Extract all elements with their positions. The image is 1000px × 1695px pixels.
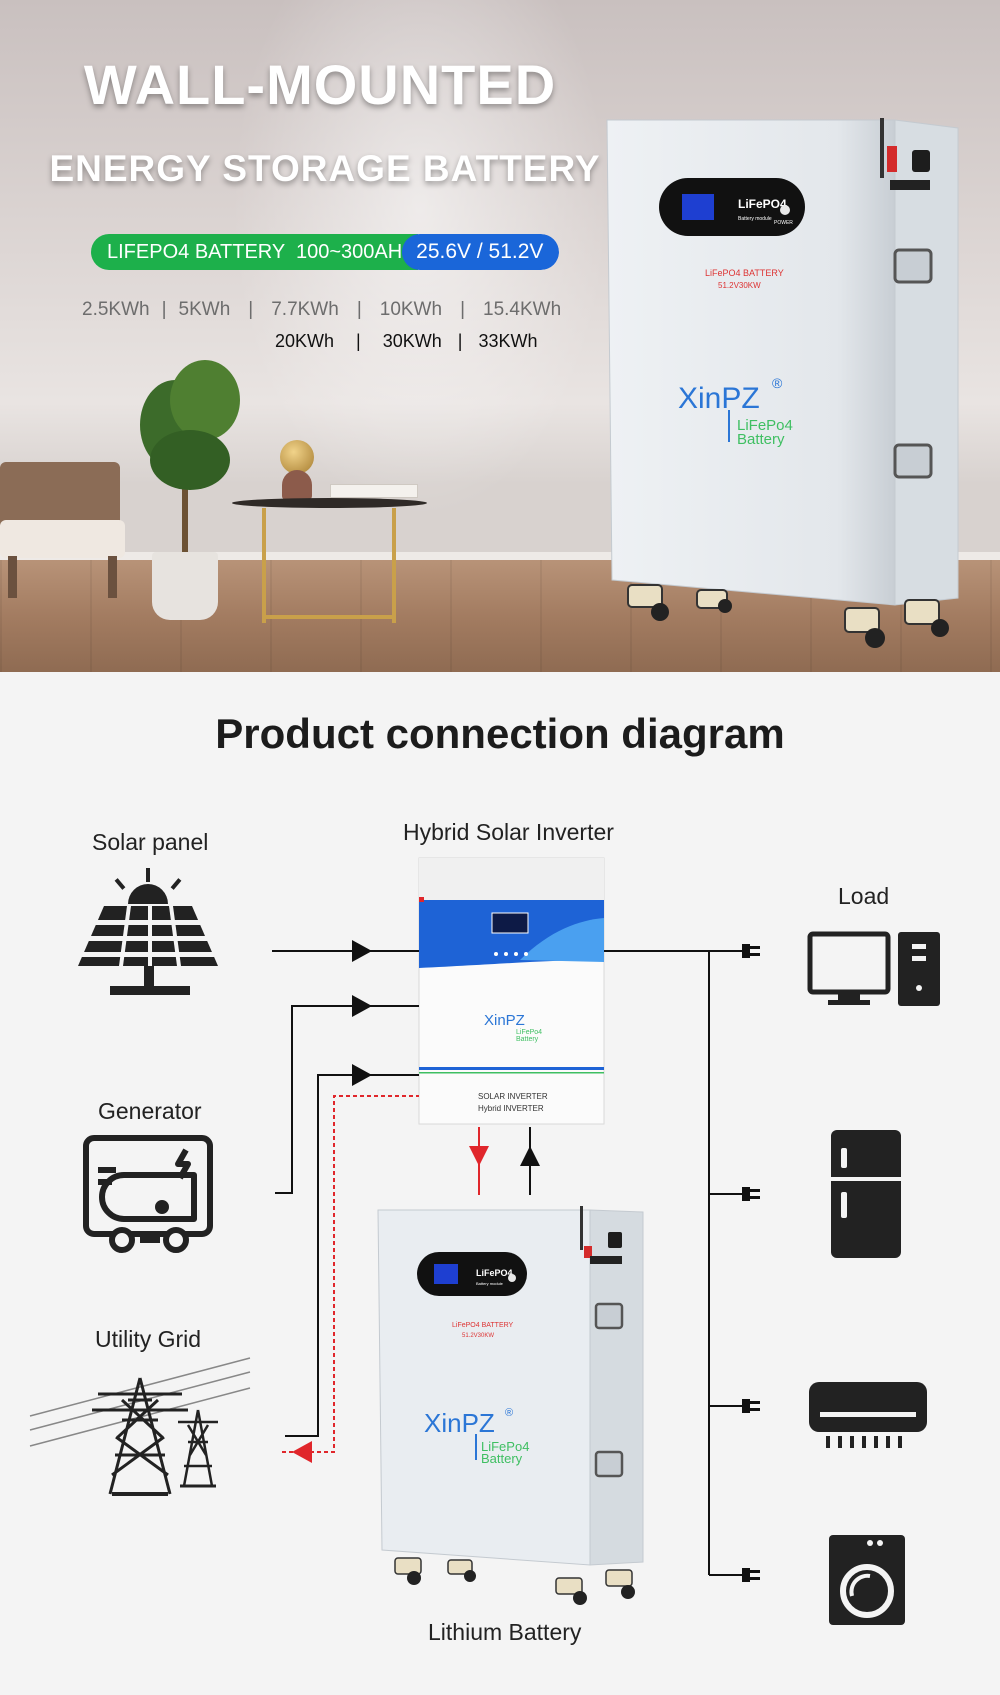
armchair-seat (0, 520, 125, 558)
battery-brand-reg: ® (772, 375, 783, 391)
decor-lamp-base (282, 470, 312, 500)
inverter-text-1: SOLAR INVERTER (478, 1092, 548, 1101)
capacity-value: 33KWh (478, 331, 538, 351)
side-table-top (232, 498, 427, 508)
battery-cabinet: LiFePO4 Battery module POWER LiFePO4 BAT… (606, 118, 959, 648)
battery-brand-reg: ® (505, 1407, 513, 1419)
voltage-badge: 25.6V / 51.2V (402, 234, 560, 270)
lithium-battery-label: Lithium Battery (428, 1619, 582, 1645)
capacity-value: 20KWh (275, 331, 335, 351)
books (330, 484, 418, 498)
load-label: Load (838, 883, 890, 909)
generator-icon (83, 1135, 213, 1253)
lithium-battery-device: LiFePO4 Battery module LiFePO4 BATTERY 5… (377, 1206, 644, 1605)
side-table-bar (262, 615, 396, 619)
spec-pill: LIFEPO4 BATTERY 100~300AH 25.6V / 51.2V (91, 234, 560, 270)
solar-panel-label: Solar panel (92, 829, 209, 855)
inverter-label: Hybrid Solar Inverter (403, 819, 614, 845)
wall-skirting (0, 552, 1000, 562)
armchair-leg (8, 556, 17, 598)
battery-panel-subtext: Battery module (738, 216, 772, 222)
plug-icon (742, 944, 760, 958)
capacity-value: 10KWh (379, 299, 443, 320)
battery-label-line1: LiFePO4 BATTERY (705, 268, 784, 278)
battery-panel-text: LiFePO4 (738, 197, 787, 211)
battery-brand-sub2: Battery (481, 1451, 523, 1466)
capacity-value: 2.5KWh (82, 299, 150, 320)
hero-title: WALL-MOUNTED (83, 53, 557, 116)
tree-foliage (170, 360, 240, 440)
plant-pot (152, 552, 218, 620)
battery-brand: XinPZ (424, 1408, 495, 1438)
refrigerator-icon (831, 1130, 901, 1258)
battery-brand-sub1: LiFePo4 (481, 1439, 529, 1454)
battery-brand-sub1: LiFePo4 (737, 417, 793, 434)
solar-panel-icon (78, 868, 220, 995)
computer-icon (807, 931, 940, 1006)
battery-brand-sub2: Battery (737, 431, 785, 448)
decor-lamp (280, 440, 314, 474)
plug-icon (742, 1399, 760, 1413)
power-tower-icon (29, 1357, 251, 1496)
side-table-leg (262, 508, 266, 623)
diagram-title: Product connection diagram (215, 710, 785, 757)
connection-lines (272, 950, 744, 1576)
hybrid-inverter-device: XinPZ LiFePo4 Battery SOLAR INVERTER Hyb… (418, 857, 605, 1125)
inverter-brand-sub2: Battery (516, 1036, 539, 1043)
connection-diagram: XinPZ LiFePo4 Battery SOLAR INVERTER Hyb… (29, 857, 940, 1625)
inverter-text-2: Hybrid INVERTER (478, 1104, 544, 1113)
battery-label-line2: 51.2V30KW (718, 281, 761, 290)
capacity-row-2: 20KWh|30KWh|33KWh (275, 331, 538, 351)
armchair-leg (108, 556, 117, 598)
battery-label-line2: 51.2V30KW (462, 1333, 494, 1339)
battery-brand: XinPZ (678, 382, 760, 415)
generator-label: Generator (98, 1098, 202, 1124)
capacity-value: 30KWh (382, 331, 442, 351)
battery-product-image: LiFePO4 Battery module POWER LiFePO4 BAT… (606, 118, 959, 648)
plug-icon (742, 1568, 760, 1582)
battery-power-label: POWER (774, 220, 793, 226)
hero-banner: WALL-MOUNTED ENERGY STORAGE BATTERY LIFE… (0, 0, 1000, 672)
battery-panel-subtext: Battery module (476, 1281, 504, 1286)
inverter-brand: XinPZ (484, 1012, 525, 1029)
capacity-value: 15.4KWh (483, 299, 562, 320)
chemistry-capacity-badge: LIFEPO4 BATTERY 100~300AH (91, 234, 419, 270)
battery-label-line1: LiFePO4 BATTERY (452, 1322, 514, 1329)
hero-subtitle: ENERGY STORAGE BATTERY (49, 148, 601, 189)
tree-foliage (150, 430, 230, 490)
capacity-value: 7.7KWh (271, 299, 339, 320)
flow-arrows (292, 940, 540, 1463)
capacity-row-1: 2.5KWh|5KWh|7.7KWh|10KWh|15.4KWh (82, 299, 562, 320)
utility-grid-label: Utility Grid (95, 1326, 202, 1352)
plug-icon (742, 1187, 760, 1201)
side-table-leg (392, 508, 396, 623)
capacity-value: 5KWh (178, 299, 231, 320)
inverter-brand-sub1: LiFePo4 (516, 1029, 542, 1036)
air-conditioner-icon (809, 1382, 927, 1448)
washing-machine-icon (829, 1535, 905, 1625)
battery-panel-text: LiFePO4 (476, 1268, 513, 1278)
tree-trunk (182, 440, 188, 555)
